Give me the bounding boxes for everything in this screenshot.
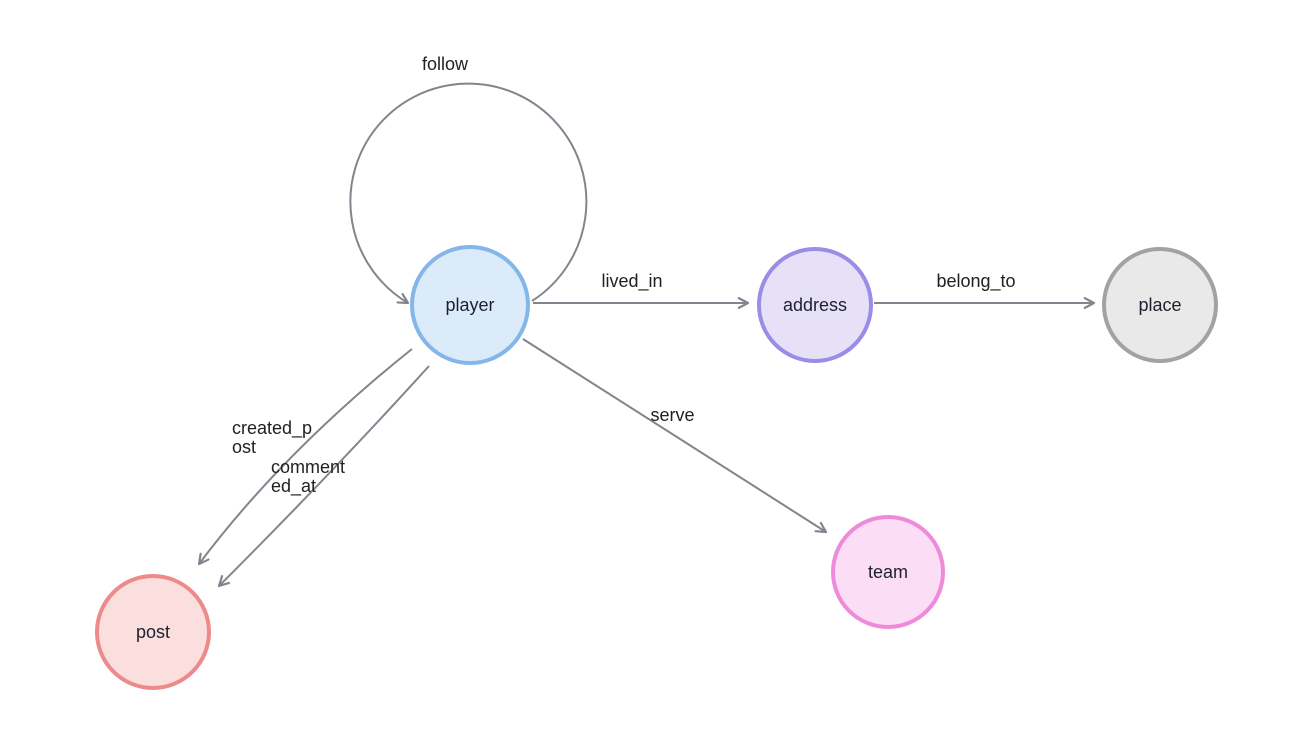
edge-label-serve: serve: [650, 405, 695, 425]
edge-label-belong-to: belong_to: [936, 271, 1016, 291]
node-post[interactable]: post: [95, 574, 211, 690]
node-team[interactable]: team: [831, 515, 945, 629]
node-player-label: player: [445, 294, 495, 315]
node-address-label: address: [782, 294, 848, 315]
node-place-label: place: [1138, 294, 1182, 315]
node-post-label: post: [135, 621, 171, 642]
edge-label-follow: follow: [421, 54, 469, 74]
edge-serve[interactable]: [522, 338, 828, 534]
edge-label-lived-in: lived_in: [601, 271, 663, 291]
node-address[interactable]: address: [757, 247, 873, 363]
edge-label-commented-at: comment ed_at: [271, 457, 346, 496]
edge-label-created-post: created_p ost: [232, 418, 313, 457]
edge-follow[interactable]: [349, 82, 588, 305]
node-place[interactable]: place: [1102, 247, 1218, 363]
node-player[interactable]: player: [410, 245, 530, 365]
edge-commented-at[interactable]: [217, 365, 430, 588]
edge-created-post[interactable]: [197, 348, 413, 566]
node-team-label: team: [867, 561, 909, 582]
